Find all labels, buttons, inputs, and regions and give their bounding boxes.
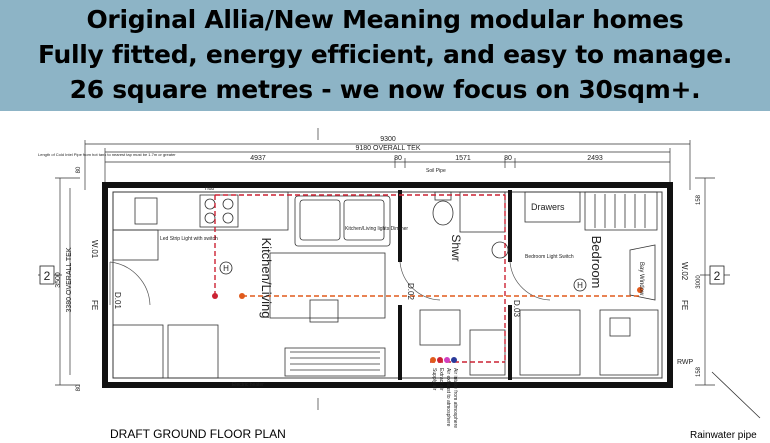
lower-left-units — [112, 324, 386, 379]
room-label-bedroom: Bedroom — [589, 236, 604, 289]
rainwater-leader — [711, 371, 761, 419]
dimension-lines — [38, 128, 730, 410]
window-tag-1: W.01 — [90, 240, 99, 259]
door-tag-2: D.02 — [406, 283, 415, 300]
heater-markers — [219, 261, 587, 292]
bedroom-furniture — [519, 191, 659, 376]
heater-marker-2: H — [577, 281, 583, 290]
bedroom-light-label: Bedroom Light Switch — [525, 254, 574, 260]
rainwater-label: Rainwater pipe — [690, 430, 757, 441]
section-marker-right-box — [709, 265, 725, 285]
vent-points — [212, 287, 643, 363]
cold-intel-note: Length of Cold Intel Pipe from hot tank … — [38, 152, 176, 157]
dim-5: 2493 — [587, 155, 603, 162]
drawers-label: Drawers — [531, 202, 565, 212]
soil-pipe-label: Soil Pipe — [426, 168, 446, 174]
room-label-kitchen: Kitchen/Living — [259, 238, 274, 319]
legend-supply: Supply air — [431, 368, 437, 391]
bathroom-fixtures — [419, 191, 509, 376]
door-tag-1: D.01 — [113, 292, 122, 309]
dim-overall: 9300 — [380, 136, 396, 143]
floor-plan: H H 2 2 9300 9180 OVERALL TEK 4937 80 15… — [38, 128, 761, 428]
hob-label: Hob — [205, 186, 214, 192]
room-label-shower: Shwr — [449, 234, 463, 261]
section-marker-left-box — [39, 265, 55, 285]
electric-heater-label: Electric heater — [232, 382, 264, 388]
dim-height: 3500 — [55, 272, 62, 288]
dim-right-3000: 3000 — [696, 275, 702, 289]
heater-marker-1: H — [223, 264, 229, 273]
door-swings — [109, 261, 551, 306]
section-marker-right: 2 — [714, 269, 721, 283]
dim-1: 4937 — [250, 155, 266, 162]
legend-intake: Air intake from atmosphere — [452, 368, 458, 428]
banner-title: Original Allia/New Meaning modular homes — [86, 5, 684, 34]
section-marker-left: 2 — [44, 269, 51, 283]
door-tag-3: D.03 — [512, 300, 521, 317]
dim-2: 80 — [394, 155, 402, 162]
led-strip-label: Led Strip Light with switch — [160, 236, 218, 242]
dim-4: 80 — [504, 155, 512, 162]
dim-side-80a: 80 — [76, 166, 82, 173]
dim-side-80b: 80 — [76, 384, 82, 391]
kitchen-units — [112, 191, 289, 261]
dining-table — [269, 252, 386, 323]
banner-subtitle: Fully fitted, energy efficient, and easy… — [37, 40, 733, 69]
dim-right-158b: 158 — [696, 366, 702, 377]
kitchen-light-label: Kitchen/Living lights Dimmer — [345, 226, 408, 232]
banner-size-note: 26 square metres - we now focus on 30sqm… — [69, 75, 701, 104]
banner: Original Allia/New Meaning modular homes… — [0, 0, 770, 111]
fe-tag-2: FE — [680, 300, 689, 310]
legend-extract: Extract air — [438, 368, 444, 391]
ventilation-ducts — [214, 194, 640, 363]
window-tag-2: W.02 — [680, 262, 689, 281]
dim-height-tek: 3380 OVERALL TEK — [66, 247, 73, 312]
dim-3: 1571 — [455, 155, 471, 162]
plan-caption: DRAFT GROUND FLOOR PLAN — [110, 427, 286, 441]
dim-right-158: 158 — [696, 194, 702, 205]
rwp-tag: RWP — [677, 359, 694, 366]
walls — [102, 182, 673, 388]
fe-tag-1: FE — [90, 300, 99, 310]
legend-exhaust: Air exhaust to atmosphere — [445, 368, 451, 427]
sofa — [294, 195, 391, 247]
bay-window-label: Bay Window — [638, 262, 644, 296]
dim-tek: 9180 OVERALL TEK — [356, 145, 421, 152]
